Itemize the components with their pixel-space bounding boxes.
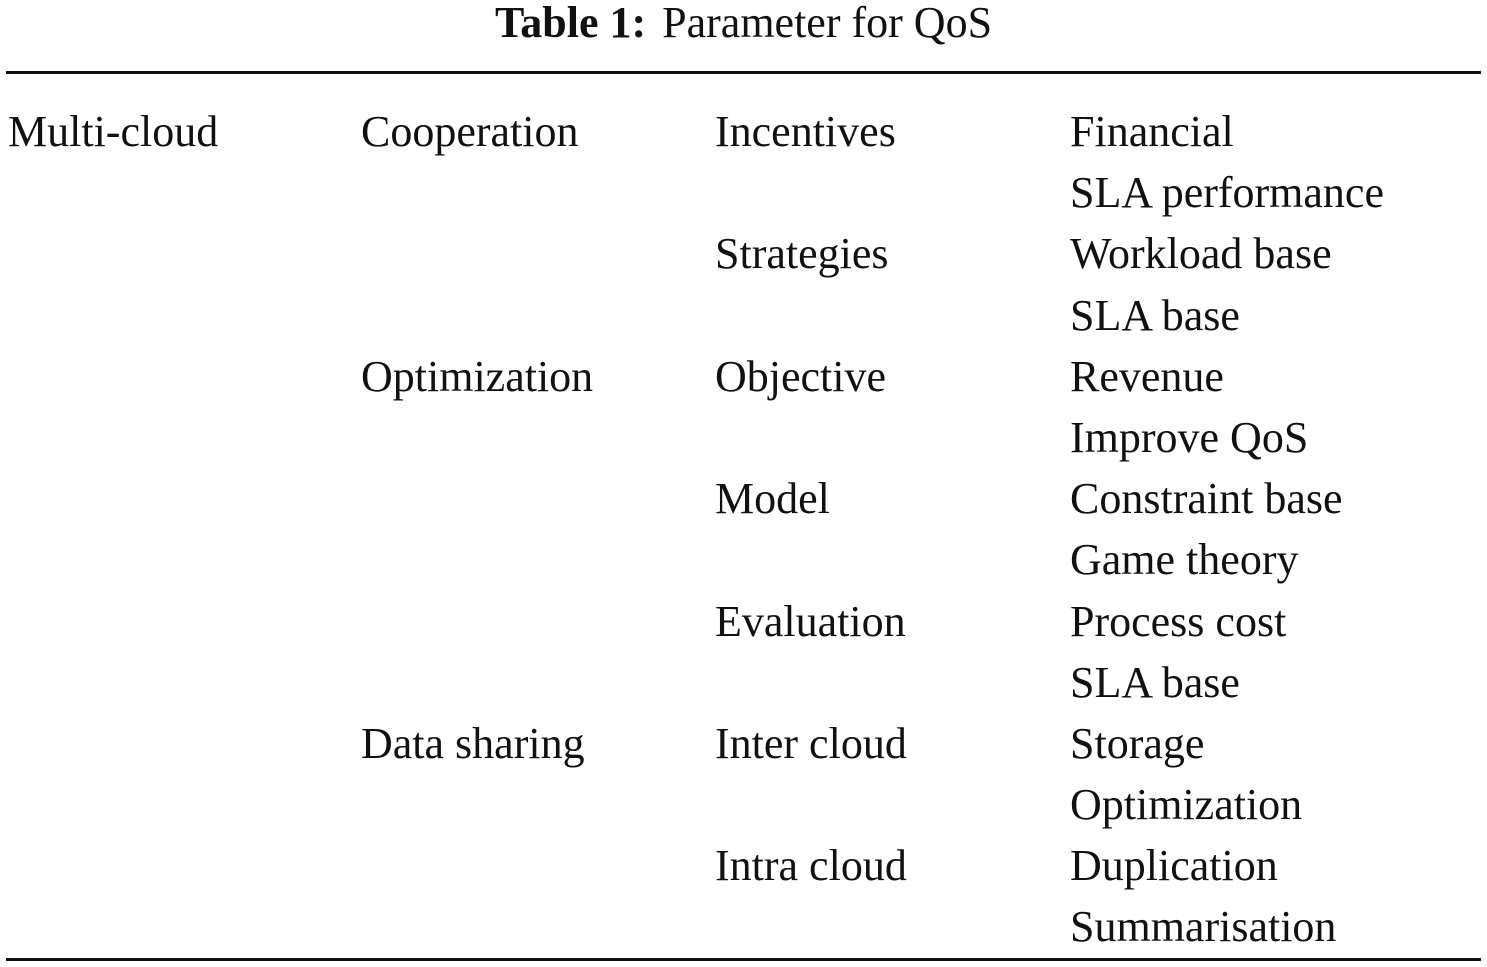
table-cell <box>361 896 715 957</box>
table-row: Strategies Workload base <box>0 223 1487 284</box>
table-cell <box>715 529 1070 590</box>
table-cell <box>715 652 1070 713</box>
table-cell: Evaluation <box>715 596 906 646</box>
table-cell <box>361 285 715 346</box>
table-cell <box>0 468 361 529</box>
table-body: Multi-cloud Cooperation Incentives Finan… <box>0 101 1487 958</box>
table-cell <box>0 529 361 590</box>
table-row: Data sharing Inter cloud Storage <box>0 713 1487 774</box>
table-cell: Data sharing <box>361 718 585 768</box>
table-row: Multi-cloud Cooperation Incentives Finan… <box>0 101 1487 162</box>
table-cell: Summarisation <box>1070 902 1337 952</box>
table-row: Optimization <box>0 774 1487 835</box>
table-cell <box>361 529 715 590</box>
table-row: Evaluation Process cost <box>0 591 1487 652</box>
table-caption-title: Parameter for QoS <box>662 0 993 47</box>
table-row: SLA base <box>0 652 1487 713</box>
table-row: Optimization Objective Revenue <box>0 346 1487 407</box>
table-cell <box>361 407 715 468</box>
table-cell: Improve QoS <box>1070 412 1309 462</box>
table-cell <box>715 896 1070 957</box>
table-cell <box>361 223 715 284</box>
table-cell <box>0 223 361 284</box>
table-cell: Optimization <box>361 351 594 401</box>
table-cell <box>0 346 361 407</box>
table-cell: Incentives <box>715 107 896 156</box>
table-cell <box>361 774 715 835</box>
table-row: SLA base <box>0 285 1487 346</box>
table-caption-label: Table 1: <box>494 0 647 47</box>
table: Multi-cloud Cooperation Incentives Finan… <box>0 101 1487 958</box>
table-cell: Game theory <box>1070 535 1299 585</box>
table-cell <box>0 835 361 896</box>
table-cell: Storage <box>1070 718 1205 768</box>
table-cell <box>715 407 1070 468</box>
qos-parameter-table: Multi-cloud Cooperation Incentives Finan… <box>0 101 1487 958</box>
table-cell <box>0 652 361 713</box>
table-row: Intra cloud Duplication <box>0 835 1487 896</box>
table-cell <box>0 162 361 223</box>
table-cell: Objective <box>715 351 887 401</box>
table-bottom-rule <box>6 958 1481 961</box>
table-cell <box>0 713 361 774</box>
table-cell: Strategies <box>715 229 889 279</box>
table-cell <box>715 285 1070 346</box>
table-cell: Optimization <box>1070 780 1303 830</box>
table-row: SLA performance <box>0 162 1487 223</box>
table-cell: Inter cloud <box>715 718 907 768</box>
table-cell <box>0 774 361 835</box>
table-cell: Workload base <box>1070 229 1332 279</box>
table-cell: SLA base <box>1070 657 1240 707</box>
table-cell <box>361 652 715 713</box>
table-cell <box>0 591 361 652</box>
table-top-rule <box>6 71 1481 74</box>
table-row: Game theory <box>0 529 1487 590</box>
table-cell: Financial <box>1070 107 1234 156</box>
table-cell: Cooperation <box>361 107 579 156</box>
table-caption: Table 1: Parameter for QoS <box>0 0 1487 50</box>
table-cell <box>715 774 1070 835</box>
table-cell: Process cost <box>1070 596 1287 646</box>
table-cell: SLA base <box>1070 290 1240 340</box>
table-row: Summarisation <box>0 896 1487 957</box>
table-cell <box>361 591 715 652</box>
table-cell: Duplication <box>1070 841 1278 891</box>
table-cell <box>361 162 715 223</box>
table-cell: SLA performance <box>1070 168 1384 218</box>
table-cell: Model <box>715 474 830 524</box>
table-row: Model Constraint base <box>0 468 1487 529</box>
table-cell <box>0 407 361 468</box>
table-cell: Multi-cloud <box>8 107 219 156</box>
table-cell <box>0 896 361 957</box>
table-cell <box>361 468 715 529</box>
table-row: Improve QoS <box>0 407 1487 468</box>
table-cell <box>0 285 361 346</box>
table-cell: Intra cloud <box>715 841 907 891</box>
table-cell: Constraint base <box>1070 474 1343 524</box>
table-cell <box>715 162 1070 223</box>
table-cell <box>361 835 715 896</box>
table-cell: Revenue <box>1070 351 1224 401</box>
